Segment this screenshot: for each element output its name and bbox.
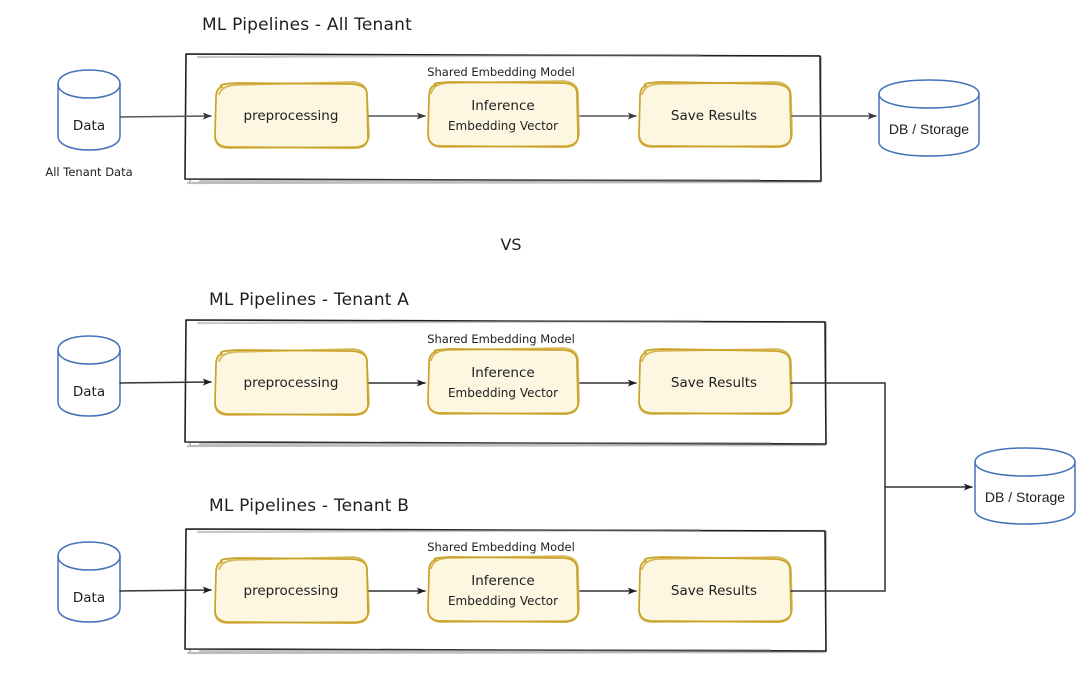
sink-cylinder-all-tenant: DB / Storage <box>878 79 980 157</box>
step-label: Save Results <box>671 583 757 599</box>
step-preprocessing-tenant-b[interactable]: preprocessing <box>214 556 370 624</box>
section-title-tenant-a: ML Pipelines - Tenant A <box>209 290 409 310</box>
source-caption-all-tenant: All Tenant Data <box>45 165 132 179</box>
step-label: preprocessing <box>244 583 339 599</box>
section-title-tenant-b: ML Pipelines - Tenant B <box>209 496 409 516</box>
step-sublabel: Embedding Vector <box>448 594 558 608</box>
source-cylinder-tenant-b: Data <box>57 541 121 623</box>
source-cylinder-label: Data <box>73 384 105 400</box>
sink-cylinder-label: DB / Storage <box>889 121 969 137</box>
arrow-data-to-preprocessing <box>119 378 212 386</box>
group-label-all-tenant: Shared Embedding Model <box>427 65 575 79</box>
sink-cylinder-label: DB / Storage <box>985 489 1065 505</box>
step-label: Inference <box>471 573 534 589</box>
step-preprocessing-all-tenant[interactable]: preprocessing <box>214 81 370 149</box>
step-label: Inference <box>471 365 534 381</box>
shared-sink-group: DB / Storage <box>790 382 1076 592</box>
source-cylinder-tenant-a: Data <box>57 335 121 417</box>
step-inference-all-tenant[interactable]: Inference Embedding Vector <box>427 80 580 148</box>
section-tenant-a: ML Pipelines - Tenant A Data Shared Embe… <box>57 290 828 448</box>
vs-divider-label: VS <box>500 235 521 254</box>
section-title-all-tenant: ML Pipelines - All Tenant <box>202 15 412 35</box>
source-cylinder-label: Data <box>73 118 105 134</box>
step-sublabel: Embedding Vector <box>448 119 558 133</box>
arrow-data-to-preprocessing <box>119 112 212 120</box>
sink-cylinder-shared: DB / Storage <box>974 447 1076 525</box>
section-all-tenant: ML Pipelines - All Tenant Data All Tenan… <box>45 15 980 185</box>
source-cylinder-label: Data <box>73 590 105 606</box>
source-cylinder-all-tenant: Data <box>57 69 121 151</box>
step-save-results-tenant-a[interactable]: Save Results <box>638 348 793 415</box>
arrow-data-to-preprocessing <box>119 586 212 594</box>
group-label-tenant-b: Shared Embedding Model <box>427 540 575 554</box>
step-label: Save Results <box>671 375 757 391</box>
step-label: Save Results <box>671 108 757 124</box>
step-inference-tenant-a[interactable]: Inference Embedding Vector <box>427 347 580 415</box>
step-label: preprocessing <box>244 375 339 391</box>
step-inference-tenant-b[interactable]: Inference Embedding Vector <box>427 555 580 623</box>
section-tenant-b: ML Pipelines - Tenant B Data Shared Embe… <box>57 496 828 655</box>
step-save-results-all-tenant[interactable]: Save Results <box>638 81 793 148</box>
step-label: Inference <box>471 98 534 114</box>
step-preprocessing-tenant-a[interactable]: preprocessing <box>214 348 370 416</box>
step-label: preprocessing <box>244 108 339 124</box>
step-save-results-tenant-b[interactable]: Save Results <box>638 556 793 623</box>
group-label-tenant-a: Shared Embedding Model <box>427 332 575 346</box>
step-sublabel: Embedding Vector <box>448 386 558 400</box>
